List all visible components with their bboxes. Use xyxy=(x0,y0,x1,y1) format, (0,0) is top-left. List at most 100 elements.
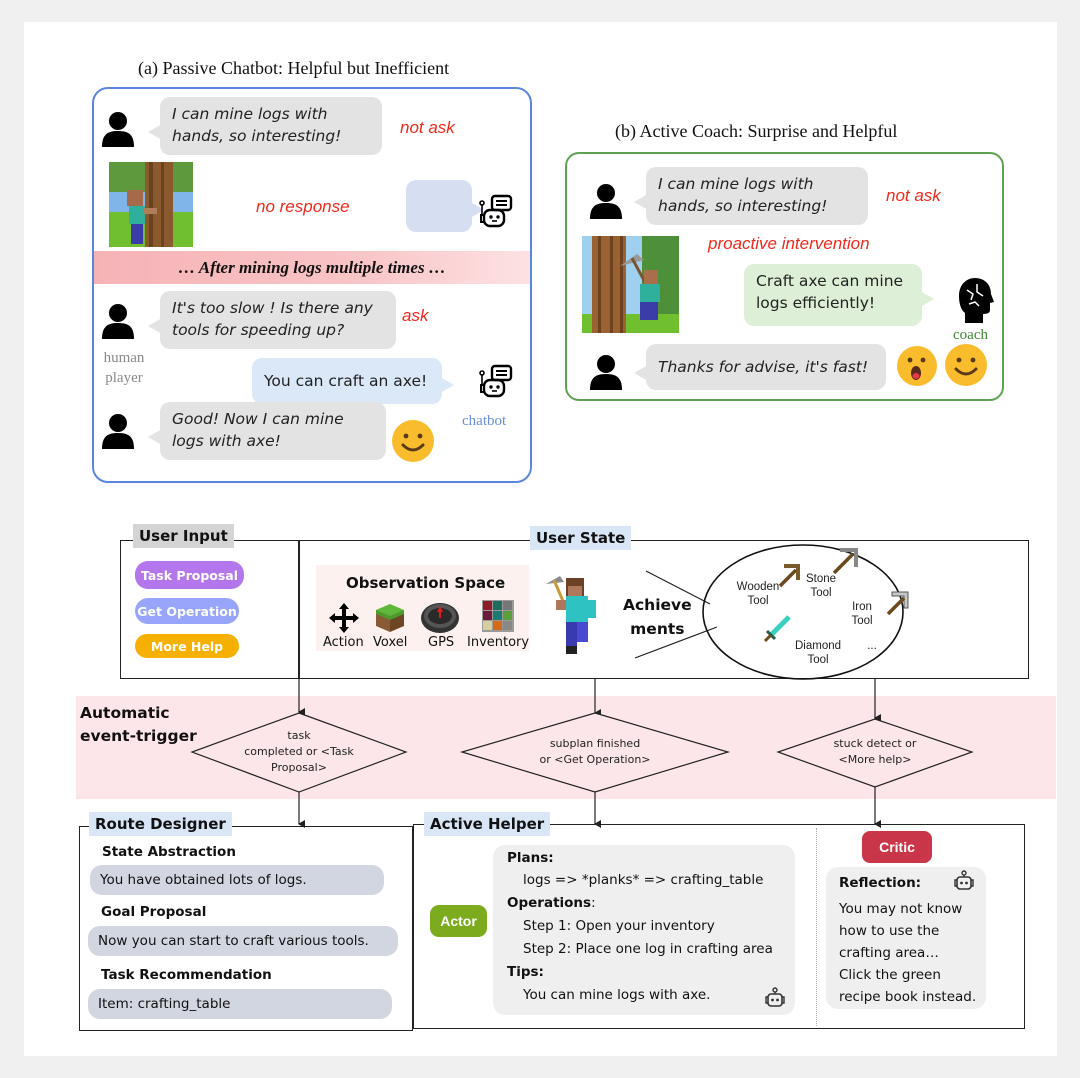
gps-compass-icon xyxy=(421,603,459,633)
operations-heading-text: Operations xyxy=(507,895,592,911)
reflection-line: Click the green xyxy=(839,967,941,983)
operations-colon: : xyxy=(591,895,596,911)
goal-proposal-heading: Goal Proposal xyxy=(101,904,207,920)
stone-tool-label: Stone Tool xyxy=(796,572,846,600)
minecraft-hugging-tree-image xyxy=(109,162,193,247)
trigger-condition-task: task completed or <Task Proposal> xyxy=(219,728,379,776)
coach-brain-head-icon xyxy=(959,278,994,323)
chat-bubble-human: It's too slow ! Is there any tools for s… xyxy=(148,291,396,349)
note-ask: ask xyxy=(402,306,429,325)
observation-inventory-label: Inventory xyxy=(467,635,530,650)
panel-b-frame xyxy=(565,152,1004,401)
tips-value: You can mine logs with axe. xyxy=(523,987,711,1003)
bubble-line: logs efficiently! xyxy=(756,294,876,312)
wooden-pickaxe-icon xyxy=(778,564,800,588)
bubble-line: Craft axe can mine xyxy=(756,272,904,290)
task-recommendation-heading: Task Recommendation xyxy=(101,967,272,983)
iron-tool-label: Iron Tool xyxy=(842,600,882,628)
chatbot-icon xyxy=(479,194,513,228)
plans-value: logs => *planks* => crafting_table xyxy=(523,872,764,888)
state-abstraction-value: You have obtained lots of logs. xyxy=(90,865,384,895)
inventory-grid-icon xyxy=(482,600,514,632)
active-helper-tag: Active Helper xyxy=(424,812,551,836)
observation-gps-label: GPS xyxy=(428,635,455,650)
achievements-label: Achieve ments xyxy=(623,593,692,641)
actor-card xyxy=(493,845,795,1015)
human-icon xyxy=(102,414,134,449)
stone-pickaxe-icon xyxy=(832,548,858,575)
get-operation-button[interactable]: Get Operation xyxy=(135,598,239,624)
state-abstraction-heading: State Abstraction xyxy=(102,844,236,860)
robot-icon xyxy=(765,987,785,1007)
chatbot-label: chatbot xyxy=(462,413,507,429)
automatic-event-trigger-label: Automatic event-trigger xyxy=(80,702,197,748)
user-input-tag: User Input xyxy=(133,524,234,548)
chat-bubble-human: I can mine logs with hands, so interesti… xyxy=(148,97,382,155)
label-line: human xyxy=(103,350,145,366)
steve-character-icon xyxy=(546,576,596,654)
more-help-button[interactable]: More Help xyxy=(135,634,239,658)
human-icon xyxy=(590,355,622,390)
label-line: Achieve xyxy=(623,596,692,614)
bubble-line: hands, so interesting! xyxy=(658,197,828,215)
helper-divider xyxy=(816,828,817,1026)
chat-bubble-human: Thanks for advise, it's fast! xyxy=(634,344,886,390)
reflection-heading: Reflection: xyxy=(839,875,922,891)
condition-line: stuck detect or xyxy=(833,737,917,750)
note-no-response: no response xyxy=(256,197,350,216)
panel-a-title: (a) Passive Chatbot: Helpful but Ineffic… xyxy=(138,58,450,78)
label-line: Diamond xyxy=(794,640,842,652)
bubble-line: tools for speeding up? xyxy=(172,321,345,339)
coach-label: coach xyxy=(953,327,988,343)
label-line: player xyxy=(105,370,143,386)
action-move-icon xyxy=(329,603,359,633)
smile-emoji-icon xyxy=(945,344,987,386)
achievements-ellipse xyxy=(702,544,904,680)
bubble-line: hands, so interesting! xyxy=(172,127,342,145)
more-tools-ellipsis: ... xyxy=(867,640,877,652)
wooden-tool-label: Wooden Tool xyxy=(730,580,786,608)
actor-button[interactable]: Actor xyxy=(430,905,487,937)
panel-a-frame xyxy=(92,87,532,483)
figure-canvas: (a) Passive Chatbot: Helpful but Ineffic… xyxy=(24,22,1057,1056)
chat-bubble-coach: Craft axe can mine logs efficiently! xyxy=(744,264,934,326)
operation-step-2: Step 2: Place one log in crafting area xyxy=(523,941,773,957)
observation-voxel-label: Voxel xyxy=(373,635,408,650)
reflection-line: recipe book instead. xyxy=(839,989,977,1005)
voxel-grass-block-icon xyxy=(376,604,404,632)
human-icon xyxy=(102,112,134,147)
human-player-label: human player xyxy=(94,348,154,388)
task-recommendation-value: Item: crafting_table xyxy=(88,989,392,1019)
note-not-ask: not ask xyxy=(400,118,455,137)
observation-space-title: Observation Space xyxy=(346,574,506,592)
label-line: Automatic xyxy=(80,704,170,722)
bubble-line: It's too slow ! Is there any xyxy=(172,299,373,317)
reflection-line: how to use the xyxy=(839,923,940,939)
route-designer-tag: Route Designer xyxy=(89,812,232,836)
diamond-tool-label: Diamond Tool xyxy=(788,639,848,667)
bubble-line: Good! Now I can mine xyxy=(172,410,344,428)
iron-pickaxe-icon xyxy=(886,591,909,616)
surprised-emoji-icon xyxy=(897,346,937,386)
bubble-line: I can mine logs with xyxy=(172,105,328,123)
condition-line: or <Get Operation> xyxy=(539,753,651,766)
label-line: Wooden xyxy=(736,581,780,593)
diamond-sword-icon xyxy=(763,615,791,643)
trigger-condition-subplan: subplan finished or <Get Operation> xyxy=(505,736,685,768)
reflection-text: You may not know how to use the crafting… xyxy=(839,898,976,1008)
condition-line: subplan finished xyxy=(549,737,641,750)
plans-heading: Plans: xyxy=(507,850,554,866)
flow-connectors xyxy=(190,679,974,828)
bubble-text: You can craft an axe! xyxy=(264,372,428,390)
tips-heading: Tips: xyxy=(507,964,544,980)
bubble-line: logs with axe! xyxy=(172,432,281,450)
critic-button[interactable]: Critic xyxy=(862,831,932,863)
task-proposal-button[interactable]: Task Proposal xyxy=(135,561,244,589)
operations-heading: Operations: xyxy=(507,895,596,911)
label-line: Tool xyxy=(810,587,832,599)
bubble-text: Thanks for advise, it's fast! xyxy=(658,358,869,376)
operation-step-1: Step 1: Open your inventory xyxy=(523,918,715,934)
chat-bubble-chatbot-empty xyxy=(406,180,484,232)
route-designer-box xyxy=(79,826,413,1031)
label-line: Tool xyxy=(807,654,829,666)
